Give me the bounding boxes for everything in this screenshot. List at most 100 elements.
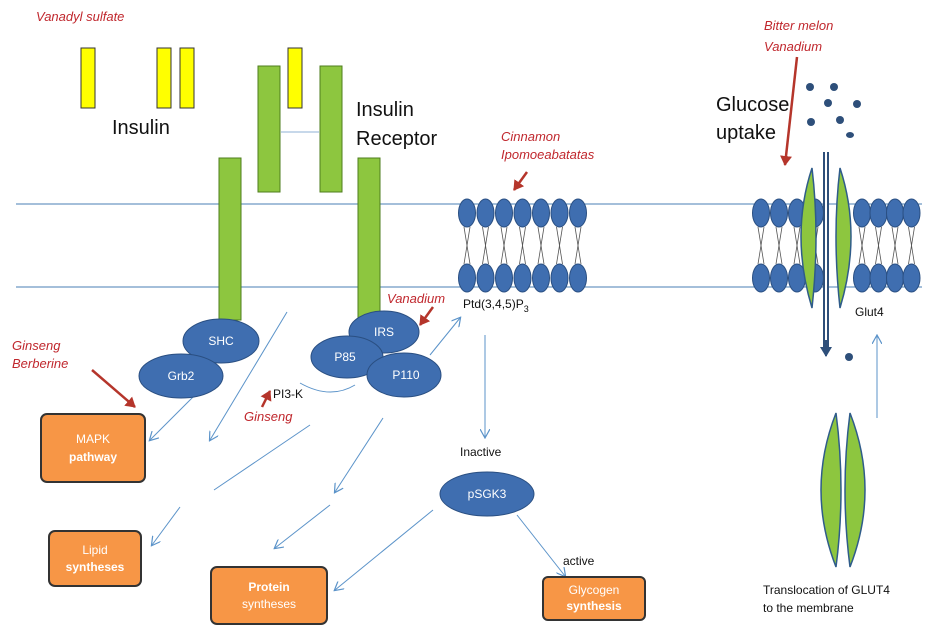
active-label: active [563, 554, 595, 568]
lipid-tail [891, 226, 899, 265]
glut4-label: Glut4 [855, 305, 884, 319]
vanadyl-sulfate-label: Vanadyl sulfate [36, 9, 124, 24]
glut4-right-half [835, 167, 852, 309]
berberine-label: Berberine [12, 356, 68, 371]
glucose-uptake-label-2: uptake [716, 122, 776, 144]
ipomoea-label: Ipomoeabatatas [501, 147, 595, 162]
psgk3-oval [439, 471, 535, 517]
arrow-pi3k-diag [213, 424, 311, 491]
protein-box [210, 566, 328, 625]
shc-oval [182, 318, 260, 364]
receptor-alpha-left [257, 65, 281, 193]
signal-proteins: SHC Grb2 IRS P85 P110 pSGK3 [138, 310, 535, 517]
p110-oval [366, 352, 442, 398]
lipid-head-outer [532, 198, 550, 228]
inactive-label: Inactive [460, 445, 502, 459]
lipid-label-1: Lipid [82, 543, 107, 557]
ptd-label: Ptd(3,4,5)P3 [463, 297, 529, 314]
glucose-dot [806, 83, 814, 91]
ginseng-pi3k-arrow [260, 390, 272, 408]
lipid-tail [574, 226, 582, 265]
arrow-to-lipid [152, 506, 181, 545]
ptd-label-sub: 3 [524, 304, 529, 314]
glucose-dot [807, 118, 815, 126]
lipid-head-outer [569, 198, 587, 228]
lipid-head-inner [569, 263, 587, 293]
glut4-vesicle [820, 412, 866, 568]
grb2-oval [138, 353, 224, 399]
insulin-chain-bound [287, 47, 303, 109]
insulin-receptor [218, 65, 381, 321]
glucose-dot [853, 100, 861, 108]
lipid-head-inner [495, 263, 513, 293]
arrow-receptor-down [210, 311, 288, 440]
arrow-to-ptd [429, 318, 460, 356]
receptor-alpha-right [319, 65, 343, 193]
grb2-label: Grb2 [168, 369, 195, 383]
lipid-head-outer [869, 198, 888, 228]
glucose-dot-inside [845, 353, 853, 361]
ginseng-pi3k-label: Ginseng [244, 409, 293, 424]
glut4-channel [800, 152, 852, 357]
ptd-label-main: Ptd(3,4,5)P [463, 297, 524, 311]
bitter-melon-label: Bitter melon [764, 18, 833, 33]
protein-label-2: syntheses [242, 597, 296, 611]
arrow-to-glycogen [516, 514, 565, 576]
irs-label: IRS [374, 325, 394, 339]
signal-arrows [150, 311, 877, 590]
translocation-label-2: to the membrane [763, 601, 854, 615]
glucose-uptake-label-1: Glucose [716, 94, 789, 116]
insulin-chain-3 [179, 47, 195, 109]
lipid-head-inner [770, 263, 788, 293]
lipid-tail [793, 226, 801, 265]
translocation-label-1: Translocation of GLUT4 [763, 583, 890, 597]
lipid-head-outer [902, 198, 921, 228]
p85-label: P85 [334, 350, 356, 364]
lipid-head-outer [476, 198, 495, 228]
glut4-vesicle-left [820, 412, 842, 568]
lipid-tail [482, 226, 489, 265]
herb-arrows [91, 56, 799, 408]
insulin-receptor-label-2: Receptor [356, 128, 437, 150]
receptor-beta-left [218, 157, 242, 321]
lipid-tail [775, 226, 783, 265]
lipid-box [48, 530, 142, 587]
insulin-label: Insulin [112, 117, 170, 139]
glycogen-box [542, 576, 646, 621]
lipid-tail [858, 226, 866, 265]
receptor-beta-right [357, 157, 381, 321]
cinnamon-arrow [512, 171, 529, 191]
vanadium-irs-label: Vanadium [387, 291, 445, 306]
glut4-vesicle-right [844, 412, 866, 568]
lipid-head-outer [886, 198, 904, 228]
lipid-head-inner [902, 263, 921, 293]
protein-label-1: Protein [248, 580, 289, 594]
lipid-head-inner [853, 263, 871, 293]
lipid-head-inner [869, 263, 888, 293]
ginseng-berberine-arrow [91, 369, 136, 408]
glucose-dot [836, 116, 844, 124]
insulin-chain-1 [80, 47, 96, 109]
outcome-boxes: MAPK pathway Lipid syntheses Protein syn… [40, 413, 646, 625]
arrow-to-protein-1 [275, 504, 331, 548]
cinnamon-label: Cinnamon [501, 129, 560, 144]
ginseng-label: Ginseng [12, 338, 61, 353]
insulin-chain-2 [156, 47, 172, 109]
lipid-head-inner [476, 263, 495, 293]
lipid-head-inner [532, 263, 550, 293]
arrow-p110-down [335, 417, 384, 492]
lipid-tail [908, 226, 915, 265]
vanadium-irs-arrow [418, 306, 435, 326]
lipid-head-outer [550, 198, 569, 228]
lipid-tail [757, 226, 765, 265]
glut4-left-half [800, 167, 817, 309]
lipid-head-inner [513, 263, 532, 293]
mapk-box [40, 413, 146, 483]
lipid-tail [875, 226, 882, 265]
lipid-bilayer-right [752, 198, 921, 293]
lipid-head-inner [458, 263, 476, 293]
lipid-tail [463, 226, 471, 265]
lipid-head-outer [513, 198, 532, 228]
